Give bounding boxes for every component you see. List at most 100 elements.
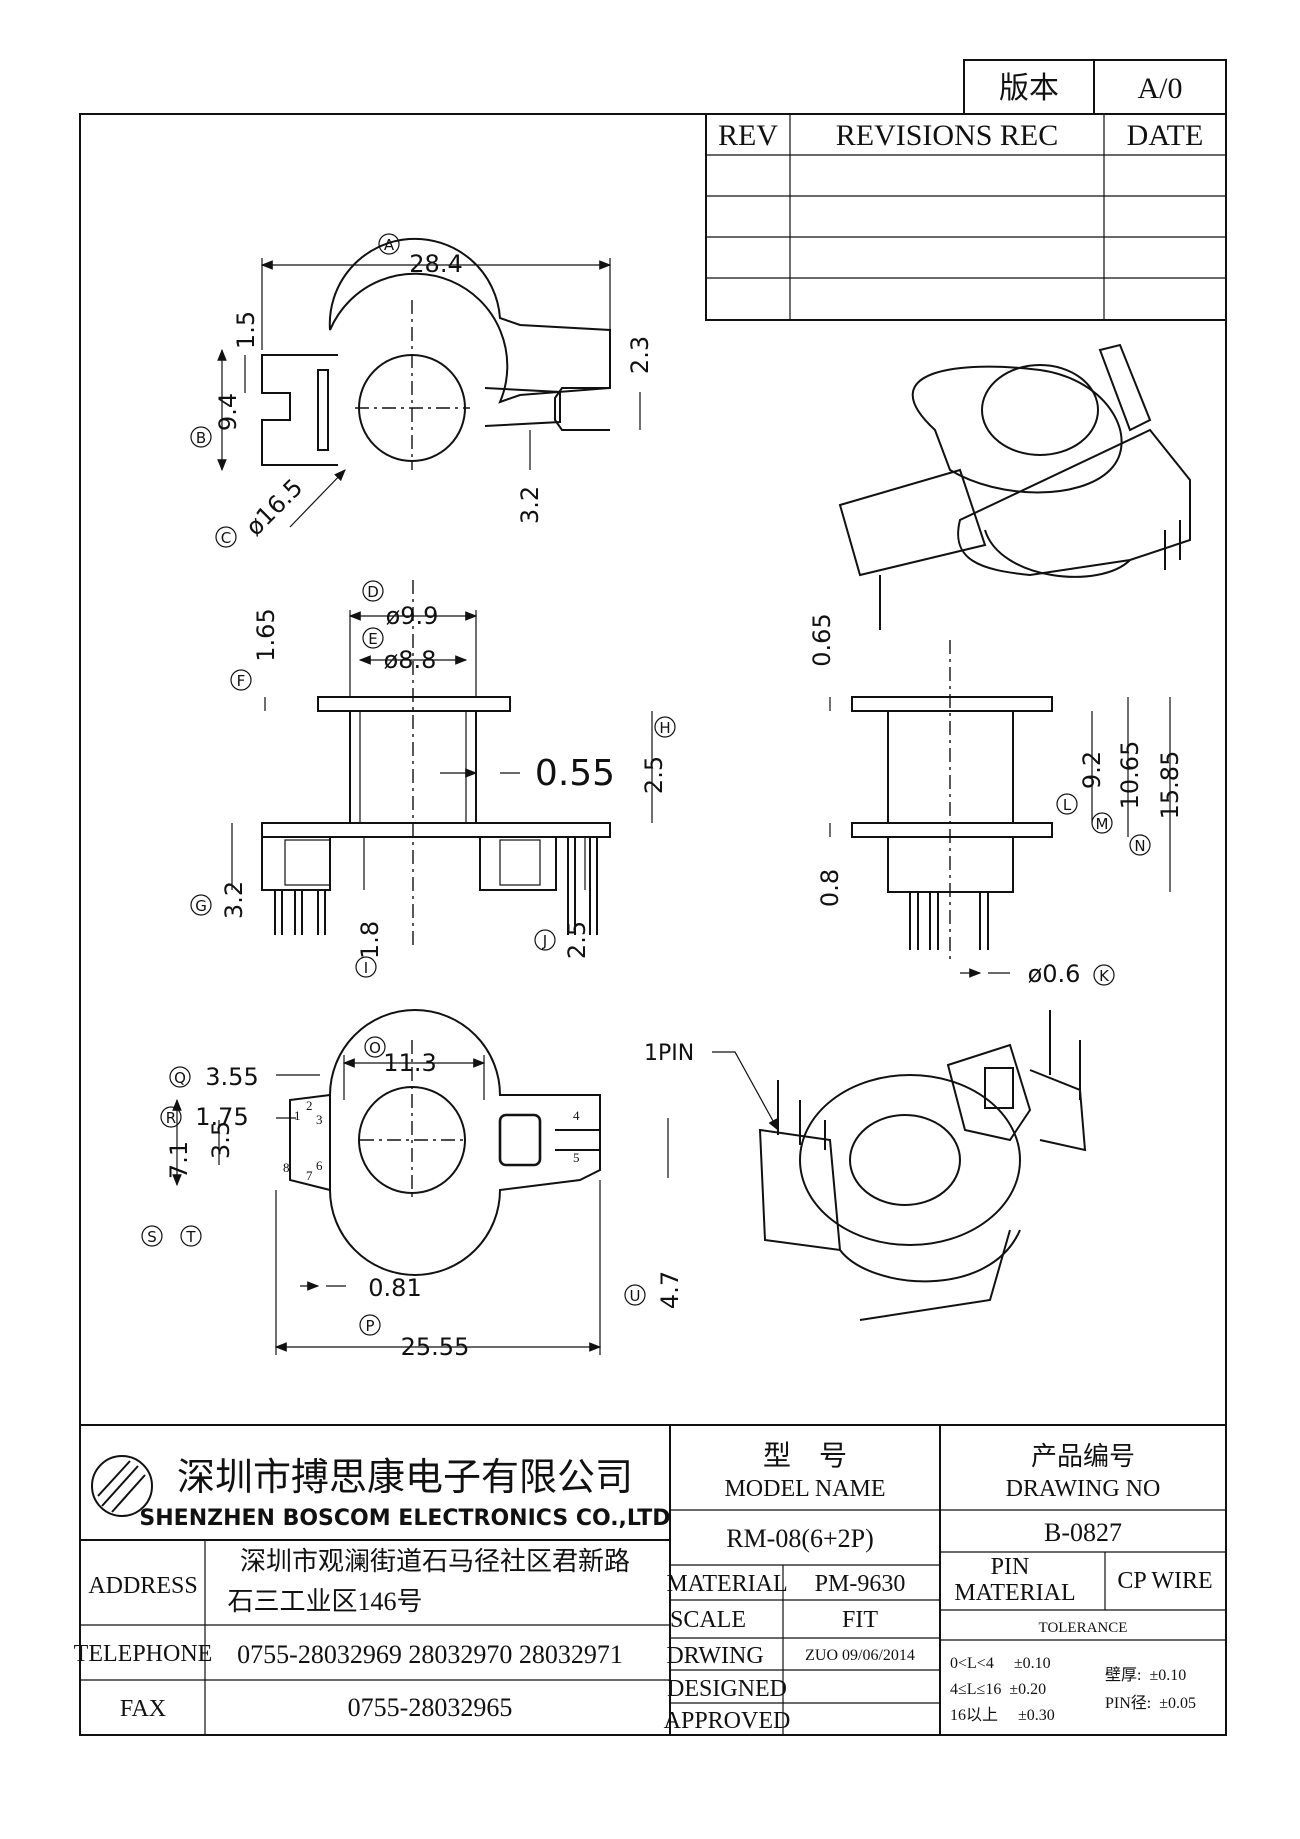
- dim-d-value: ø9.9: [386, 602, 439, 630]
- dim-t-value: 3.5: [207, 1121, 235, 1159]
- tolerance-label: TOLERANCE: [1039, 1620, 1128, 1636]
- dim-f-value: 1.65: [252, 608, 280, 661]
- model-value: RM-08(6+2P): [726, 1524, 874, 1553]
- designed-label: DESIGNED: [667, 1676, 787, 1702]
- dim-a-value: 28.4: [409, 250, 462, 278]
- wall-tolerance: 壁厚: ±0.10: [1105, 1665, 1186, 1684]
- pin-4: 4: [573, 1108, 580, 1123]
- address-line2: 石三工业区146号: [227, 1587, 422, 1616]
- sheet-border: [79, 113, 1227, 1736]
- dim-b-value: 9.4: [214, 393, 242, 431]
- revisions-table: REV REVISIONS REC DATE: [705, 113, 1227, 321]
- dim-g-value: 3.2: [220, 881, 248, 919]
- version-box: 版本 A/0: [963, 59, 1227, 115]
- dim-h-label: H: [659, 719, 670, 737]
- dim-b-label: B: [196, 429, 206, 447]
- dim-k-value: ø0.6: [1028, 960, 1081, 988]
- isometric-view-top: [838, 343, 1191, 630]
- pin-label: PIN: [991, 1554, 1030, 1580]
- fax-value: 0755-28032965: [348, 1693, 513, 1722]
- dim-m-value: 10.65: [1116, 741, 1144, 810]
- company-name-cn: 深圳市搏思康电子有限公司: [177, 1457, 633, 1499]
- pin-2: 2: [306, 1098, 313, 1113]
- pin-1: 1: [294, 1108, 301, 1123]
- pin-tolerance: PIN径: ±0.05: [1105, 1694, 1196, 1712]
- dim-s-value: 7.1: [165, 1141, 193, 1179]
- drawing-no-en: DRAWING NO: [1006, 1476, 1161, 1502]
- telephone-value: 0755-28032969 28032970 28032971: [237, 1640, 623, 1669]
- dim-j-label: J: [542, 932, 547, 950]
- isometric-view-bottom: 1PIN: [644, 1010, 1087, 1321]
- pin-material-value: CP WIRE: [1117, 1568, 1212, 1594]
- company-name-en: SHENZHEN BOSCOM ELECTRONICS CO.,LTD: [139, 1506, 670, 1531]
- pin-1-label: 1PIN: [644, 1041, 694, 1066]
- telephone-label: TELEPHONE: [74, 1641, 213, 1667]
- drawing-by: ZUO 09/06/2014: [805, 1647, 915, 1664]
- dim-r-value: 1.75: [195, 1103, 248, 1131]
- dim-wall-thickness: 0.55: [535, 753, 615, 794]
- pin-material-label: MATERIAL: [954, 1580, 1075, 1606]
- fax-label: FAX: [120, 1696, 166, 1722]
- date-header: DATE: [1127, 119, 1204, 152]
- model-name-cn: 型 号: [763, 1440, 847, 1472]
- tolerance-row-1: 0<L<4 ±0.10: [950, 1655, 1051, 1672]
- scale-value: FIT: [842, 1607, 878, 1633]
- dim-0-65: 0.65: [808, 613, 836, 666]
- material-label: MATERIAL: [666, 1571, 787, 1597]
- side-view: 0.65 9.2 L 10.65 M 15.85 N 0.8 ø0.6 K: [808, 613, 1184, 988]
- dim-i-value: 1.8: [356, 921, 384, 959]
- dim-c-label: C: [221, 529, 231, 547]
- tolerance-row-3: 16以上 ±0.30: [950, 1706, 1055, 1724]
- dim-l-value: 9.2: [1078, 751, 1106, 789]
- dim-r-label: R: [166, 1109, 176, 1127]
- dim-0-81: 0.81: [368, 1274, 421, 1302]
- dim-c-value: ø16.5: [240, 473, 308, 541]
- approved-label: APPROVED: [664, 1708, 791, 1734]
- dim-o-label: O: [369, 1039, 381, 1057]
- version-value: A/0: [1138, 72, 1183, 105]
- material-value: PM-9630: [815, 1571, 906, 1597]
- dim-h-value: 2.5: [640, 756, 668, 794]
- dim-q-value: 3.55: [205, 1063, 258, 1091]
- version-label: 版本: [999, 72, 1059, 105]
- dim-p-value: 25.55: [401, 1333, 470, 1361]
- dim-l-label: L: [1063, 796, 1072, 814]
- drawing-no-value: B-0827: [1044, 1518, 1122, 1547]
- dim-d-label: D: [367, 583, 379, 601]
- revisions-rec-header: REVISIONS REC: [836, 119, 1059, 152]
- dim-o-value: 11.3: [383, 1049, 436, 1077]
- top-view: A 28.4 1.5 9.4 B 2.3 C ø16.5 3.2: [190, 233, 654, 548]
- model-name-en: MODEL NAME: [724, 1476, 885, 1502]
- address-line1: 深圳市观澜街道石马径社区君新路: [240, 1547, 630, 1576]
- dim-e-value: ø8.8: [384, 646, 437, 674]
- dim-e-label: E: [368, 630, 377, 648]
- scale-label: SCALE: [670, 1607, 746, 1633]
- dim-3-2-top: 3.2: [516, 486, 544, 524]
- pin-3: 3: [316, 1112, 323, 1127]
- dim-u-label: U: [630, 1287, 641, 1305]
- dim-q-label: Q: [174, 1069, 186, 1087]
- dim-f-label: F: [237, 672, 246, 690]
- dim-2-3: 2.3: [626, 336, 654, 374]
- bottom-view: 1 2 3 4 5 6 7 8 O 11.3 Q 3.55 R 1.75 7.1…: [141, 1009, 684, 1361]
- dim-j-value: 2.5: [563, 921, 591, 959]
- company-logo: [91, 1455, 153, 1517]
- dim-i-label: I: [364, 959, 368, 977]
- dim-1-5: 1.5: [232, 311, 260, 349]
- dim-n-label: N: [1134, 837, 1145, 855]
- dim-s-label: S: [147, 1228, 157, 1246]
- dim-n-value: 15.85: [1156, 751, 1184, 820]
- dim-m-label: M: [1096, 815, 1109, 833]
- title-block: 深圳市搏思康电子有限公司 SHENZHEN BOSCOM ELECTRONICS…: [74, 1424, 1226, 1735]
- dim-k-label: K: [1099, 967, 1110, 985]
- drawing-no-cn: 产品编号: [1031, 1442, 1135, 1471]
- dim-a-label: A: [384, 236, 395, 254]
- address-label: ADDRESS: [88, 1573, 197, 1599]
- dim-u-value: 4.7: [656, 1271, 684, 1309]
- pin-6: 6: [316, 1158, 323, 1173]
- pin-8: 8: [283, 1160, 290, 1175]
- pin-5: 5: [573, 1150, 580, 1165]
- pin-7: 7: [306, 1168, 313, 1183]
- front-view: D ø9.9 E ø8.8 1.65 F 0.55 2.5 H 3.2 G 1.…: [190, 580, 676, 978]
- dim-0-8: 0.8: [816, 869, 844, 907]
